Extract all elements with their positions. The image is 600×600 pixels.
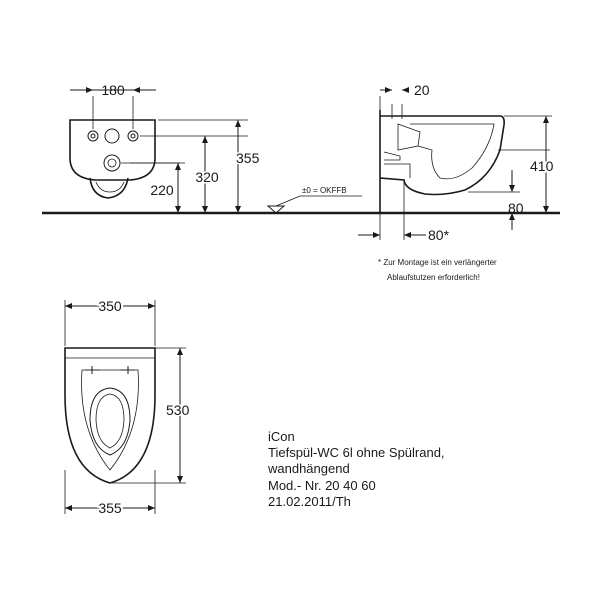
dim-220-label: 220 bbox=[150, 182, 174, 198]
dim-350-label: 350 bbox=[98, 298, 122, 314]
dim-355-plan-label: 355 bbox=[98, 500, 122, 516]
product-model-number: Mod.- Nr. 20 40 60 bbox=[268, 477, 376, 493]
front-view bbox=[69, 96, 248, 199]
footnote-line-1: * Zur Montage ist ein verlängerter bbox=[378, 258, 497, 267]
floor-level-marker bbox=[266, 195, 362, 214]
dim-355-label: 355 bbox=[236, 150, 260, 166]
dim-80star-label: 80* bbox=[428, 227, 450, 243]
footnote-line-2: Ablaufstutzen erforderlich! bbox=[387, 273, 480, 282]
dim-530-label: 530 bbox=[166, 402, 190, 418]
plan-view bbox=[64, 347, 156, 484]
dim-410-label: 410 bbox=[530, 158, 554, 174]
product-mounting: wandhängend bbox=[268, 461, 350, 477]
product-info-block: iCon Tiefspül-WC 6l ohne Spülrand, wandh… bbox=[268, 429, 508, 510]
floor-marker-label: ±0 = OKFFB bbox=[302, 186, 347, 195]
dim-20-label: 20 bbox=[414, 82, 430, 98]
drawing-date: 21.02.2011/Th bbox=[268, 493, 351, 509]
side-view bbox=[379, 96, 550, 213]
dim-320-label: 320 bbox=[195, 169, 219, 185]
product-series: iCon bbox=[268, 429, 295, 444]
dim-80-label: 80 bbox=[508, 200, 524, 216]
dim-180-label: 180 bbox=[101, 82, 125, 98]
product-description: Tiefspül-WC 6l ohne Spülrand, bbox=[268, 445, 445, 461]
